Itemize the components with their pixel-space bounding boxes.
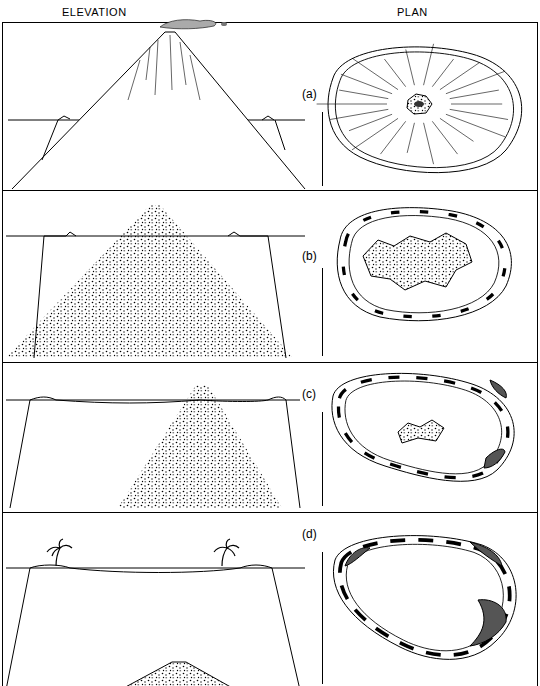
volcano-plan <box>317 44 522 173</box>
divider-tick <box>322 112 323 186</box>
frame <box>3 23 538 686</box>
atoll-plan <box>333 536 516 660</box>
drainage-line <box>339 90 388 99</box>
row-separator <box>2 362 538 363</box>
drainage-line <box>406 49 415 85</box>
drainage-line <box>440 62 480 89</box>
barrier-reef-plan <box>337 208 511 321</box>
drainage-line <box>424 123 434 164</box>
drainage-line <box>380 121 405 154</box>
barrier-reef-elevation <box>6 385 305 508</box>
drainage-line <box>450 109 508 119</box>
drainage-line <box>317 104 387 105</box>
palm-tree <box>47 539 72 566</box>
drainage-line <box>330 109 388 119</box>
drainage-line <box>349 114 392 130</box>
row-separator <box>2 512 538 513</box>
drainage-line <box>446 114 505 137</box>
drainage-line <box>407 123 414 153</box>
drainage-line <box>432 121 457 154</box>
drainage-line <box>352 58 398 90</box>
volcano-elevation <box>8 20 305 189</box>
drainage-line <box>451 104 502 105</box>
drainage-line <box>450 90 499 99</box>
atoll-elevation <box>6 539 305 686</box>
stage-label: (a) <box>300 88 319 101</box>
column-heading: ELEVATION <box>60 6 129 18</box>
divider-tick <box>322 412 323 506</box>
stage-label: (d) <box>300 528 319 541</box>
divider-tick <box>322 268 323 356</box>
stage-label: (c) <box>300 388 318 401</box>
divider-tick <box>322 552 323 684</box>
barrier-reef-plan-late <box>332 373 514 481</box>
fringing-reef-elevation <box>6 205 305 358</box>
palm-tree <box>214 539 239 566</box>
row-separator <box>2 190 538 191</box>
drainage-line <box>341 74 392 94</box>
drainage-line <box>384 59 405 87</box>
drainage-line <box>424 44 434 85</box>
column-heading: PLAN <box>395 6 430 18</box>
stage-label: (b) <box>300 250 319 263</box>
drainage-line <box>352 118 398 150</box>
